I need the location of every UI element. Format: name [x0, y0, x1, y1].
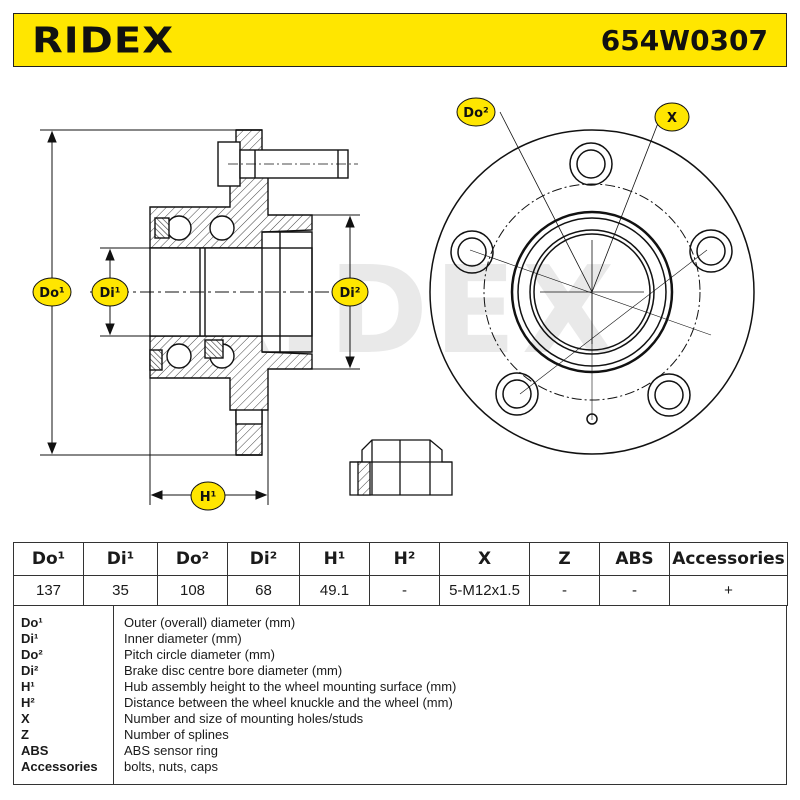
legend-desc: Number and size of mounting holes/studs — [124, 711, 364, 726]
brand-logo: RIDEX — [32, 20, 175, 62]
legend-desc: Pitch circle diameter (mm) — [124, 647, 275, 662]
spec-header-cell: H² — [369, 542, 440, 576]
legend-row: Do¹ Outer (overall) diameter (mm) — [14, 615, 788, 631]
svg-text:Di²: Di² — [340, 286, 361, 301]
dimension-lines — [40, 129, 360, 505]
legend-desc: Outer (overall) diameter (mm) — [124, 615, 296, 630]
legend-row: Z Number of splines — [14, 727, 788, 743]
spec-value-cell: 137 — [13, 575, 84, 606]
legend-desc: Distance between the wheel knuckle and t… — [124, 695, 453, 710]
badge-x: X — [654, 102, 690, 132]
part-number: 654W0307 — [600, 24, 768, 57]
legend-desc: ABS sensor ring — [124, 743, 218, 758]
spec-header-cell: Accessories — [669, 542, 788, 576]
legend-row: Di¹ Inner diameter (mm) — [14, 631, 788, 647]
hub-front-view — [429, 111, 755, 455]
badge-do1: Do¹ — [32, 277, 72, 307]
spec-value-cell: - — [529, 575, 600, 606]
legend-row: Accessories bolts, nuts, caps — [14, 759, 788, 775]
svg-text:Di¹: Di¹ — [100, 286, 121, 301]
spec-value-cell: 68 — [227, 575, 300, 606]
legend-code: X — [21, 711, 30, 726]
hub-section-view — [90, 129, 360, 456]
technical-drawing: RIDEX — [32, 97, 755, 511]
legend-code: Z — [21, 727, 29, 742]
spec-value-cell: + — [669, 575, 788, 606]
legend-desc: Inner diameter (mm) — [124, 631, 242, 646]
spec-header-cell: Di² — [227, 542, 300, 576]
legend-row: X Number and size of mounting holes/stud… — [14, 711, 788, 727]
svg-text:H¹: H¹ — [200, 490, 217, 505]
legend-divider — [113, 605, 114, 784]
svg-text:Do²: Do² — [463, 106, 488, 121]
legend-code: Do² — [21, 647, 43, 662]
legend-box: Do¹ Outer (overall) diameter (mm) Di¹ In… — [13, 605, 787, 785]
spec-header-cell: X — [439, 542, 530, 576]
svg-text:X: X — [667, 111, 677, 126]
spec-value-row: 137 35 108 68 49.1 - 5-M12x1.5 - - + — [13, 575, 788, 606]
legend-code: Do¹ — [21, 615, 43, 630]
legend-row: H¹ Hub assembly height to the wheel moun… — [14, 679, 788, 695]
legend-desc: Brake disc centre bore diameter (mm) — [124, 663, 343, 678]
spec-value-cell: 5-M12x1.5 — [439, 575, 530, 606]
legend-row: H² Distance between the wheel knuckle an… — [14, 695, 788, 711]
legend-desc: bolts, nuts, caps — [124, 759, 218, 774]
badge-di1: Di¹ — [91, 277, 129, 307]
spec-header-cell: Di¹ — [83, 542, 158, 576]
spec-header-cell: ABS — [599, 542, 670, 576]
spec-value-cell: 35 — [83, 575, 158, 606]
hub-nut — [349, 439, 453, 496]
legend-row: ABS ABS sensor ring — [14, 743, 788, 759]
legend-code: ABS — [21, 743, 49, 758]
badge-do2: Do² — [456, 97, 496, 127]
spec-value-cell: - — [599, 575, 670, 606]
badge-di2: Di² — [331, 277, 369, 307]
legend-row: Do² Pitch circle diameter (mm) — [14, 647, 788, 663]
badge-h1: H¹ — [190, 481, 226, 511]
spec-table: Do¹ Di¹ Do² Di² H¹ H² X Z ABS Accessorie… — [13, 542, 788, 606]
spec-header-cell: H¹ — [299, 542, 370, 576]
legend-code: H² — [21, 695, 35, 710]
spec-value-cell: 108 — [157, 575, 228, 606]
legend-desc: Hub assembly height to the wheel mountin… — [124, 679, 457, 694]
legend-code: Di² — [21, 663, 39, 678]
spec-value-cell: - — [369, 575, 440, 606]
legend-code: Accessories — [21, 759, 98, 774]
legend-row: Di² Brake disc centre bore diameter (mm) — [14, 663, 788, 679]
spec-header-cell: Do¹ — [13, 542, 84, 576]
spec-header-row: Do¹ Di¹ Do² Di² H¹ H² X Z ABS Accessorie… — [13, 542, 788, 576]
legend-desc: Number of splines — [124, 727, 229, 742]
legend-code: Di¹ — [21, 631, 39, 646]
spec-header-cell: Z — [529, 542, 600, 576]
svg-text:Do¹: Do¹ — [39, 286, 64, 301]
spec-value-cell: 49.1 — [299, 575, 370, 606]
legend-code: H¹ — [21, 679, 35, 694]
spec-header-cell: Do² — [157, 542, 228, 576]
header-bar: RIDEX 654W0307 — [13, 13, 787, 67]
